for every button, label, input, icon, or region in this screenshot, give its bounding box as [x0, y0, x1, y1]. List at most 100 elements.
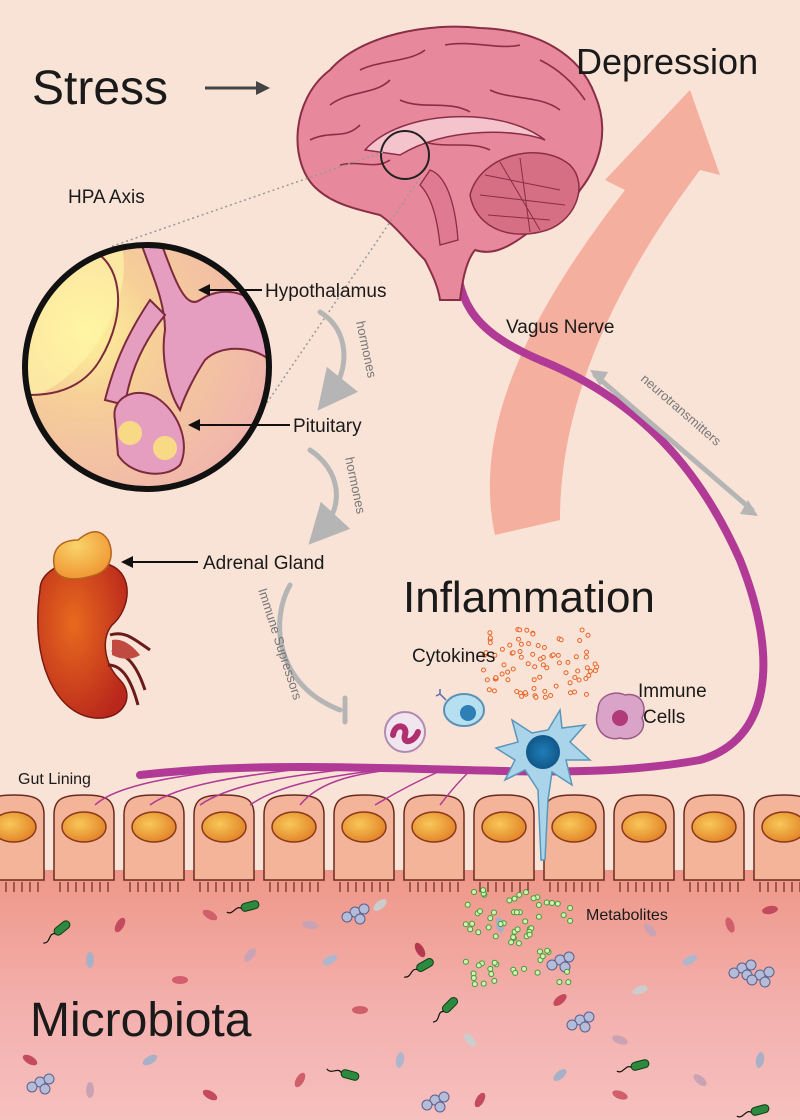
cytokine-dot	[518, 654, 524, 660]
hypothalamus-focus-circle	[380, 130, 430, 180]
cytokine-dot	[481, 667, 486, 673]
cytokine-dot	[556, 660, 562, 666]
cytokine-dot	[572, 675, 578, 680]
cytokine-dot	[517, 627, 523, 633]
microbe	[352, 1006, 368, 1014]
metabolite-dot	[554, 900, 561, 907]
cytokine-dot	[518, 641, 524, 647]
rod-bacterium	[404, 958, 434, 978]
label-hormones-2: hormones	[342, 456, 369, 516]
metabolite-dot	[492, 933, 499, 940]
cytokine-dot	[483, 650, 489, 656]
cocci-cluster	[566, 1011, 595, 1033]
gut-cell-nucleus	[341, 811, 387, 843]
metabolite-dot	[508, 939, 515, 946]
cytokine-dot	[553, 683, 559, 689]
cytokine-dot	[487, 640, 493, 646]
cytokine-dot	[584, 665, 590, 671]
metabolite-dot	[467, 926, 474, 933]
label-microbiota: Microbiota	[30, 994, 252, 1047]
microbe	[142, 1054, 158, 1066]
metabolite-dot	[477, 908, 483, 915]
cytokine-dot	[586, 673, 592, 678]
metabolite-dot	[471, 889, 477, 895]
gut-cell-nucleus	[691, 811, 737, 843]
cytokine-dot	[514, 689, 520, 694]
metabolite-dot	[511, 895, 518, 902]
microbe	[474, 1092, 486, 1108]
microbe	[302, 920, 318, 930]
label-neurotransmitters: neurotransmitters	[638, 371, 725, 449]
cytokine-dot	[537, 656, 543, 662]
cytokine-dots	[481, 627, 600, 700]
cytokine-dot	[491, 688, 497, 694]
cytokine-dot	[487, 630, 493, 636]
microbe	[86, 952, 94, 968]
cytokine-dot	[510, 666, 516, 672]
gray-arrows	[277, 309, 755, 725]
metabolite-dot	[544, 947, 551, 954]
cytokine-dot	[587, 668, 593, 674]
cytokine-dot	[525, 661, 531, 667]
cytokine-dot	[519, 693, 525, 699]
microbe	[693, 1074, 707, 1086]
neutrophil-cell	[384, 711, 426, 753]
gut-cell-nucleus	[0, 811, 37, 843]
gut-cell	[683, 794, 745, 892]
label-cytokines: Cytokines	[412, 646, 495, 667]
microbe	[644, 923, 656, 937]
metabolite-dot	[522, 918, 529, 925]
metabolite-dot	[471, 981, 478, 988]
metabolite-dot	[526, 931, 533, 938]
metabolite-dot	[564, 968, 570, 975]
zoom-line-top	[109, 151, 384, 248]
microbes	[22, 899, 778, 1118]
metabolite-dot	[485, 924, 492, 931]
metabolite-dot	[470, 975, 477, 981]
cytokine-dot	[592, 661, 598, 667]
microbe	[172, 976, 188, 984]
rod-bacterium	[736, 1104, 770, 1118]
cytokine-dot	[487, 635, 493, 641]
gut-cell	[473, 794, 535, 892]
cytokine-dot	[532, 664, 538, 670]
metabolite-dot	[480, 887, 487, 894]
microbe	[244, 948, 256, 962]
adrenal-gland	[53, 531, 112, 580]
label-hormones-1: hormones	[353, 320, 380, 380]
cytokine-dot	[572, 689, 577, 695]
metabolite-dot	[514, 926, 521, 933]
cytokine-dot	[524, 627, 530, 633]
microbe	[464, 1033, 476, 1047]
cytokine-dot	[505, 677, 511, 683]
microbe	[114, 917, 126, 933]
cytokine-dot	[555, 652, 561, 658]
microbe	[553, 994, 567, 1006]
cytokine-dot	[510, 650, 516, 656]
gut-cell	[0, 794, 45, 892]
metabolite-dot	[491, 977, 498, 984]
metabolite-dot	[515, 940, 522, 947]
lymphocyte-cell	[435, 689, 485, 727]
neurotransmitter-arrowheads	[590, 370, 758, 516]
cytokine-dot	[499, 671, 505, 677]
cytokine-dot	[531, 686, 537, 691]
metabolite-dot	[523, 889, 529, 896]
metabolite-dot	[521, 965, 528, 972]
dendritic-cell	[494, 707, 592, 861]
metabolite-dot	[487, 965, 494, 972]
metabolite-dot	[497, 921, 504, 927]
metabolite-dot	[469, 920, 476, 927]
metabolite-dot	[543, 899, 550, 906]
label-metabolites: Metabolites	[586, 907, 668, 924]
metabolite-dot	[491, 959, 498, 966]
kidney	[37, 560, 151, 719]
metabolite-dot	[534, 969, 541, 976]
cytokine-dot	[542, 694, 548, 700]
cytokine-dot	[550, 652, 556, 658]
microbe	[202, 1089, 218, 1101]
metabolite-dot	[556, 979, 563, 985]
macrophage-cell	[595, 692, 645, 740]
cytokine-dot	[544, 665, 550, 671]
microbe	[682, 954, 698, 966]
